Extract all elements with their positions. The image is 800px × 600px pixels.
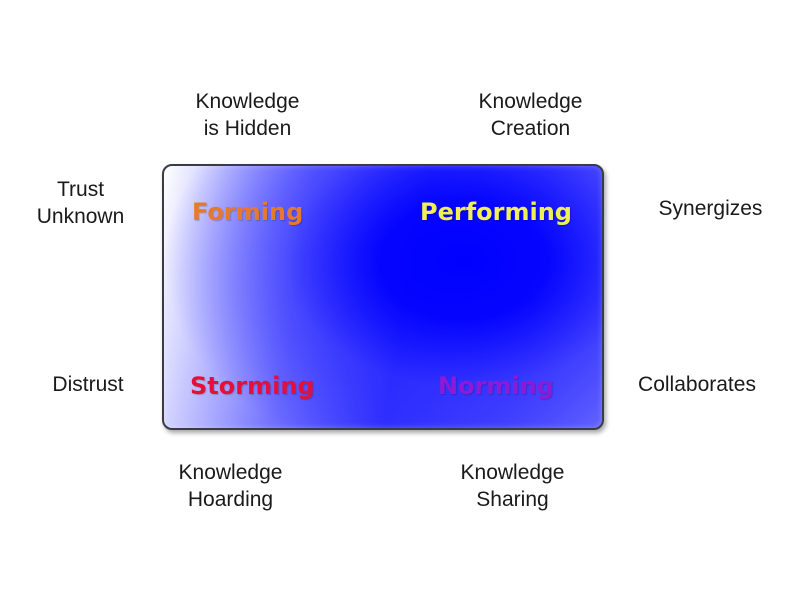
left-top-axis-label-line-2: Unknown: [36, 205, 125, 228]
right-top-axis-label-line-1: Synergizes: [658, 197, 763, 220]
bottom-left-axis-label-line-2: Hoarding: [187, 488, 274, 511]
top-right-axis-label: Knowledge Creation: [458, 88, 603, 142]
right-bottom-axis-label-line-1: Collaborates: [638, 373, 756, 396]
bottom-right-axis-label: Knowledge Sharing: [440, 459, 585, 513]
storming-quadrant-label: Storming: [190, 372, 315, 400]
top-left-axis-label: Knowledge is Hidden: [175, 88, 320, 142]
top-right-axis-label-line-2: Creation: [490, 117, 571, 140]
right-top-axis-label: Synergizes: [638, 195, 783, 222]
left-bottom-axis-label-line-1: Distrust: [52, 373, 124, 396]
left-bottom-axis-label: Distrust: [18, 371, 158, 398]
left-top-axis-label: Trust Unknown: [18, 176, 143, 230]
right-bottom-axis-label: Collaborates: [622, 371, 772, 398]
top-right-axis-label-line-1: Knowledge: [478, 90, 583, 113]
norming-quadrant-label: Norming: [438, 372, 554, 400]
team-stages-matrix: Forming Performing Storming Norming: [162, 164, 604, 430]
performing-quadrant-label: Performing: [420, 198, 572, 226]
bottom-right-axis-label-line-2: Sharing: [476, 488, 549, 511]
bottom-left-axis-label-line-1: Knowledge: [178, 461, 283, 484]
bottom-right-axis-label-line-1: Knowledge: [460, 461, 565, 484]
left-top-axis-label-line-1: Trust: [56, 178, 105, 201]
forming-quadrant-label: Forming: [192, 198, 304, 226]
top-left-axis-label-line-1: Knowledge: [195, 90, 300, 113]
bottom-left-axis-label: Knowledge Hoarding: [158, 459, 303, 513]
top-left-axis-label-line-2: is Hidden: [203, 117, 292, 140]
